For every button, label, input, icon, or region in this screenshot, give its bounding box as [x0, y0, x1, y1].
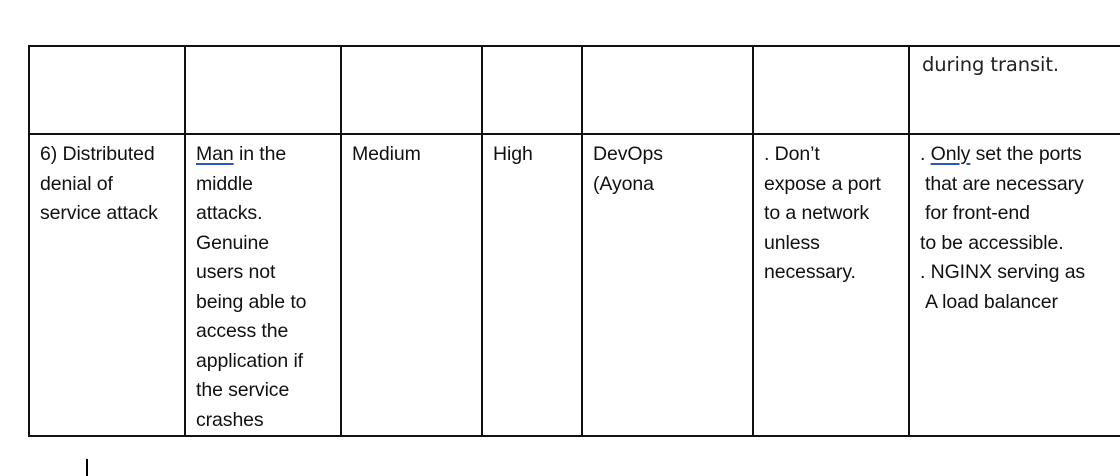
cell-text: Genuine	[196, 231, 270, 254]
table-cell	[581, 45, 754, 135]
likelihood-cell: Medium	[340, 133, 483, 437]
cell-text: middle	[196, 172, 253, 195]
risk-assessment-table: during transit. 6) Distributed denial of…	[28, 45, 1120, 437]
cell-text: users not	[196, 261, 276, 283]
prevention-cell: . Don’t expose a port to a network unles…	[752, 133, 910, 437]
cell-text: (Ayona	[593, 172, 654, 195]
cell-text: crashes	[196, 408, 264, 431]
cell-text: necessary.	[764, 261, 856, 283]
spellcheck-word: Man	[196, 143, 234, 165]
table-cell	[481, 45, 583, 135]
cell-text: denial of	[40, 172, 113, 195]
spellcheck-word: Only	[930, 143, 971, 165]
table-row: 6) Distributed denial of service attack …	[28, 133, 1120, 437]
cell-text: application if	[196, 349, 304, 372]
owner-cell: DevOps (Ayona	[581, 133, 754, 437]
text-cursor	[86, 459, 88, 476]
cell-text: A load balancer	[925, 290, 1058, 313]
cell-text: set the ports	[970, 143, 1082, 165]
table-cell	[28, 45, 186, 135]
cell-text: to a network	[764, 202, 870, 224]
cell-text: DevOps	[593, 143, 663, 165]
table-cell	[184, 45, 342, 135]
table-cell	[340, 45, 483, 135]
cell-text: unless	[764, 231, 820, 254]
table-cell	[752, 45, 910, 135]
cell-text: during transit.	[922, 53, 1059, 76]
severity-cell: High	[481, 133, 583, 437]
cell-text: service attack	[40, 202, 158, 224]
threat-cell: 6) Distributed denial of service attack	[28, 133, 186, 437]
cell-text: the service	[196, 379, 290, 401]
cell-text: . NGINX serving as	[920, 261, 1086, 283]
impact-cell: Man in the middle attacks. Genuine users…	[184, 133, 342, 437]
cell-text: 6) Distributed	[40, 143, 155, 165]
cell-text: in the	[233, 143, 287, 165]
cell-text: expose a port	[764, 172, 881, 195]
cell-text: access the	[196, 320, 289, 342]
cell-text: being able to	[196, 290, 307, 313]
cell-text: .	[920, 143, 931, 165]
cell-text: to be accessible.	[920, 231, 1064, 254]
cell-text: that are necessary	[925, 172, 1084, 195]
cell-text: attacks.	[196, 202, 263, 224]
cell-text: High	[493, 143, 533, 165]
mitigation-cell: . Only set the ports that are necessary …	[908, 133, 1120, 437]
cell-text: for front-end	[925, 202, 1030, 224]
cell-text: . Don’t	[764, 143, 820, 165]
table-cell: during transit.	[908, 45, 1120, 135]
cell-text: Medium	[352, 143, 421, 165]
table-row: during transit.	[28, 45, 1120, 135]
